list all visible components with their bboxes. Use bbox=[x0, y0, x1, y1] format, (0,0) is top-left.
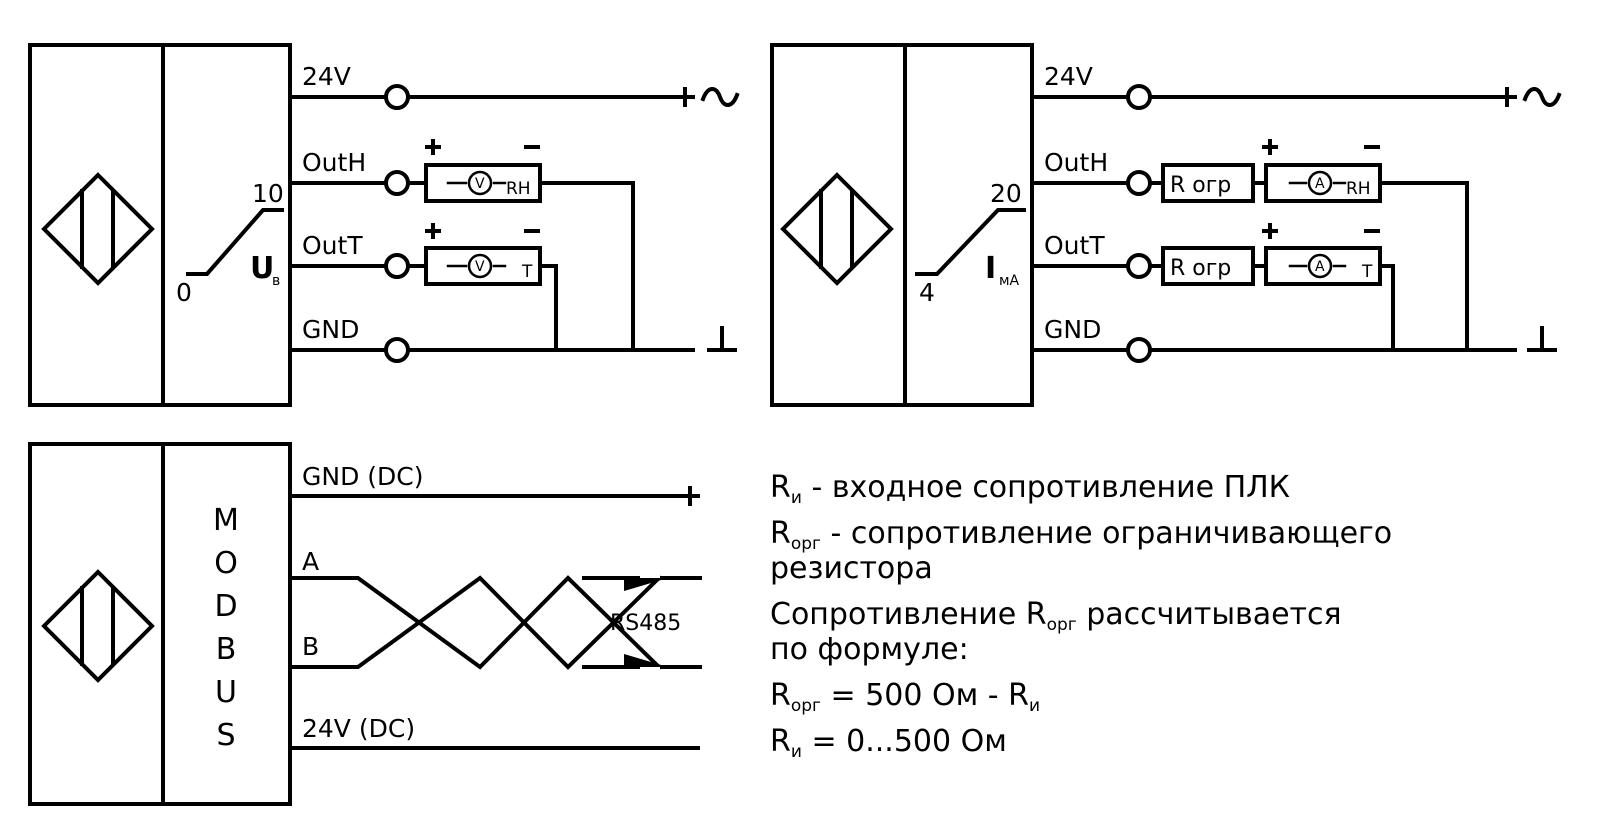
ac-symbol bbox=[1522, 87, 1562, 107]
meter-symbol: V bbox=[475, 259, 485, 275]
signal-unit: в bbox=[272, 273, 280, 289]
terminal-gnd bbox=[1126, 337, 1152, 363]
label-b: B bbox=[302, 632, 319, 661]
legend-line-range: Rи = 0...500 Ом bbox=[770, 724, 1007, 762]
modbus-letter: D bbox=[214, 589, 237, 624]
modbus-letter: O bbox=[214, 546, 238, 581]
range-low: 0 bbox=[176, 278, 192, 307]
label-outh: OutH bbox=[1044, 148, 1108, 177]
modbus-sensor-body bbox=[28, 442, 292, 806]
plus-sign bbox=[680, 486, 700, 506]
meter-symbol: A bbox=[1315, 176, 1325, 192]
plus-sign bbox=[675, 87, 695, 107]
voltage-diagram bbox=[28, 43, 740, 407]
ground-symbol bbox=[707, 326, 737, 352]
plus-sign bbox=[1497, 87, 1517, 107]
range-low: 4 bbox=[919, 278, 935, 307]
modbus-diagram bbox=[28, 442, 702, 806]
meter-tag-t: T bbox=[1361, 262, 1373, 282]
meter-symbol: A bbox=[1315, 259, 1325, 275]
current-diagram bbox=[770, 43, 1562, 407]
voltmeter-icon bbox=[467, 253, 493, 279]
modbus-letter: B bbox=[216, 632, 237, 667]
label-gnd-dc: GND (DC) bbox=[302, 462, 423, 491]
label-a: A bbox=[302, 547, 319, 576]
ground-symbol bbox=[1527, 326, 1557, 352]
current-range-switch bbox=[915, 208, 1026, 276]
range-high: 10 bbox=[252, 179, 284, 208]
range-high: 20 bbox=[990, 179, 1022, 208]
ammeter-icon bbox=[1307, 170, 1333, 196]
terminal-outt bbox=[1126, 253, 1152, 279]
voltage-sensor-body bbox=[28, 43, 292, 407]
modbus-letter: U bbox=[215, 675, 237, 710]
sensor-symbol-icon bbox=[780, 172, 894, 286]
signal-unit: мА bbox=[999, 273, 1020, 289]
label-gnd: GND bbox=[1044, 315, 1101, 344]
label-outh: OutH bbox=[302, 148, 366, 177]
current-sensor-body bbox=[770, 43, 1034, 407]
label-rs485: RS485 bbox=[610, 611, 681, 636]
terminal-gnd bbox=[384, 337, 410, 363]
voltmeter-icon bbox=[467, 170, 493, 196]
voltage-range-switch bbox=[186, 208, 284, 276]
sensor-symbol-icon bbox=[41, 569, 155, 683]
terminal-outh bbox=[1126, 170, 1152, 196]
modbus-letter: M bbox=[213, 503, 239, 538]
ammeter-icon bbox=[1307, 253, 1333, 279]
label-24v-dc: 24V (DC) bbox=[302, 714, 415, 743]
resistor-label: R огр bbox=[1170, 173, 1231, 198]
terminal-outt bbox=[384, 253, 410, 279]
modbus-letter: S bbox=[216, 718, 235, 753]
terminal-24v bbox=[1126, 84, 1152, 110]
meter-symbol: V bbox=[475, 176, 485, 192]
meter-tag-t: T bbox=[521, 262, 533, 282]
label-gnd: GND bbox=[302, 315, 359, 344]
legend: Rи - входное сопротивление ПЛК Rорг - со… bbox=[770, 470, 1470, 770]
legend-line-formula: Rорг = 500 Ом - Rи bbox=[770, 678, 1041, 716]
meter-tag-rh: RH bbox=[506, 179, 531, 199]
label-outt: OutT bbox=[1044, 231, 1105, 260]
label-outt: OutT bbox=[302, 231, 363, 260]
signal-symbol: U bbox=[250, 251, 274, 286]
sensor-symbol-icon bbox=[41, 172, 155, 286]
label-24v: 24V bbox=[302, 62, 351, 91]
resistor-label: R огр bbox=[1170, 256, 1231, 281]
label-24v: 24V bbox=[1044, 62, 1093, 91]
signal-symbol: I bbox=[985, 251, 996, 286]
terminal-24v bbox=[384, 84, 410, 110]
meter-tag-rh: RH bbox=[1346, 179, 1371, 199]
legend-line-ri: Rи - входное сопротивление ПЛК bbox=[770, 470, 1290, 508]
ac-symbol bbox=[700, 87, 740, 107]
terminal-outh bbox=[384, 170, 410, 196]
